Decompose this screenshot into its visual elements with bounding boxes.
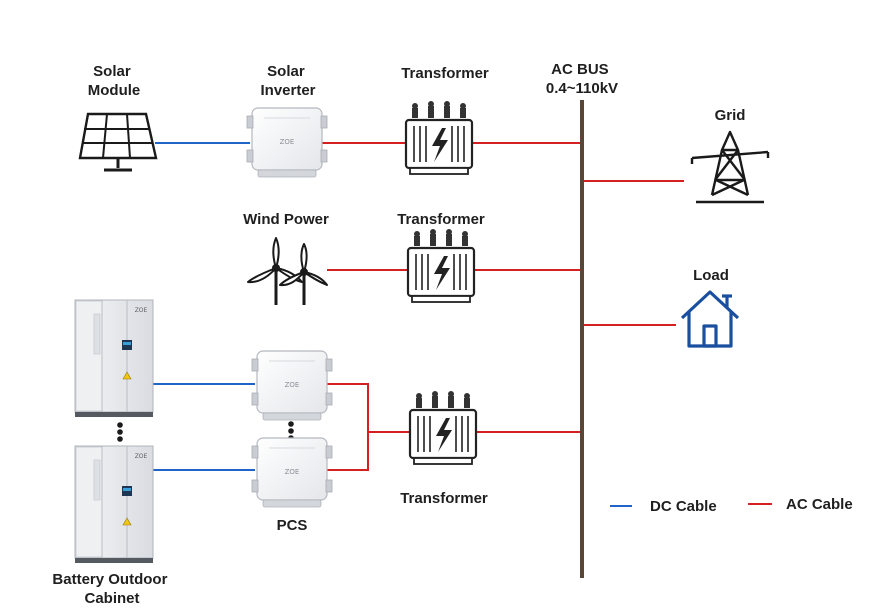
ac-bus-label-2: 0.4~110kV <box>546 80 618 97</box>
transformer-3-label: Transformer <box>400 490 488 507</box>
legend-ac-label: AC Cable <box>786 496 853 513</box>
solar-panel-icon <box>78 112 158 172</box>
inverter-icon: ZOE <box>251 437 333 508</box>
load-label: Load <box>693 267 729 284</box>
inverter-icon: ZOE <box>246 107 328 178</box>
battery-cabinet-icon: ZOE <box>74 299 154 418</box>
battery-ellipsis <box>117 422 123 442</box>
transformer-icon <box>408 389 478 466</box>
transformer-1-label: Transformer <box>401 65 489 82</box>
ac-bus-label-1: AC BUS <box>551 61 609 78</box>
wind-turbine-icon <box>247 237 328 305</box>
wind-power-label: Wind Power <box>243 211 329 228</box>
svg-text:Battery Outdoor Cabinet: Battery Outdoor Cabinet <box>52 571 171 607</box>
solar-inverter-label-1: Solar <box>267 63 305 80</box>
ac-cable-pcs-1 <box>327 383 410 433</box>
pcs-2-brand: ZOE <box>285 468 300 476</box>
inverter-icon: ZOE <box>251 350 333 421</box>
legend-dc-label: DC Cable <box>650 498 717 515</box>
solar-module-label-2: Module <box>88 82 141 99</box>
svg-text:Solar Module: Solar Module <box>88 63 141 99</box>
pcs-label: PCS <box>277 517 308 534</box>
solar-inverter-brand: ZOE <box>280 138 295 146</box>
grid-label: Grid <box>715 107 746 124</box>
transformer-icon <box>406 227 476 304</box>
battery-cabinet-label-2: Cabinet <box>84 590 139 607</box>
house-icon <box>680 290 740 348</box>
battery-cabinet-1-brand: ZOE <box>135 307 148 314</box>
transformer-icon <box>404 99 474 176</box>
svg-text:AC BUS 0.4~110kV: AC BUS 0.4~110kV <box>546 61 618 97</box>
legend: DC Cable AC Cable <box>610 496 853 515</box>
battery-cabinet-label-1: Battery Outdoor <box>52 571 167 588</box>
svg-text:Solar Inverter: Solar Inverter <box>260 63 315 99</box>
battery-cabinet-2-brand: ZOE <box>135 453 148 460</box>
battery-cabinet-icon: ZOE <box>74 445 154 564</box>
transformer-2-label: Transformer <box>397 211 485 228</box>
ac-cable-pcs-2 <box>327 432 369 471</box>
solar-inverter-label-2: Inverter <box>260 82 315 99</box>
solar-module-label-1: Solar <box>93 63 131 80</box>
transmission-tower-icon <box>690 130 770 204</box>
pcs-1-brand: ZOE <box>285 381 300 389</box>
